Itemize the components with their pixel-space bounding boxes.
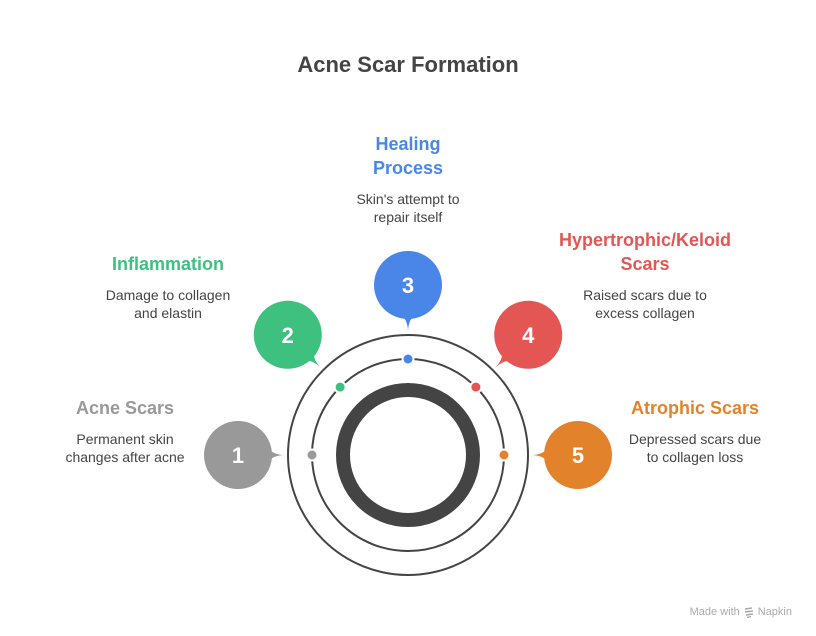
step-1-marker-dot xyxy=(305,448,319,462)
bubble-circle xyxy=(374,251,442,319)
bubble-circle xyxy=(204,421,272,489)
napkin-brand: Napkin xyxy=(757,606,792,618)
bubble-tail xyxy=(399,313,417,332)
step-1-title: Acne Scars xyxy=(75,398,175,418)
outer-ring xyxy=(287,334,529,576)
step-5-bubble: 5 xyxy=(531,421,612,489)
bubble-circle xyxy=(494,300,563,369)
step-3-bubble: 3 xyxy=(374,251,442,332)
step-4-marker-dot xyxy=(469,380,483,394)
diagram-title: Acne Scar Formation xyxy=(297,52,519,77)
core-ring xyxy=(336,383,480,527)
step-2-title: Inflammation xyxy=(111,254,224,274)
step-5-title: Atrophic Scars xyxy=(630,398,760,418)
step-number: 5 xyxy=(572,443,584,468)
step-2-marker-dot xyxy=(333,380,347,394)
step-1-bubble: 1 xyxy=(204,421,285,489)
step-3-marker-dot xyxy=(401,352,415,366)
step-2-bubble: 2 xyxy=(253,300,322,369)
bubble-circle xyxy=(544,421,612,489)
bubble-circle xyxy=(253,300,322,369)
napkin-logo-icon xyxy=(744,606,753,618)
bubble-tail xyxy=(531,446,550,464)
step-number: 3 xyxy=(402,273,414,298)
napkin-watermark: Made with Napkin xyxy=(690,606,792,618)
step-number: 2 xyxy=(282,323,294,348)
made-with-text: Made with xyxy=(689,606,740,618)
step-4-bubble: 4 xyxy=(494,300,563,369)
step-number: 1 xyxy=(232,443,244,468)
step-5-marker-dot xyxy=(497,448,511,462)
step-number: 4 xyxy=(522,323,535,348)
bubble-tail xyxy=(266,446,285,464)
